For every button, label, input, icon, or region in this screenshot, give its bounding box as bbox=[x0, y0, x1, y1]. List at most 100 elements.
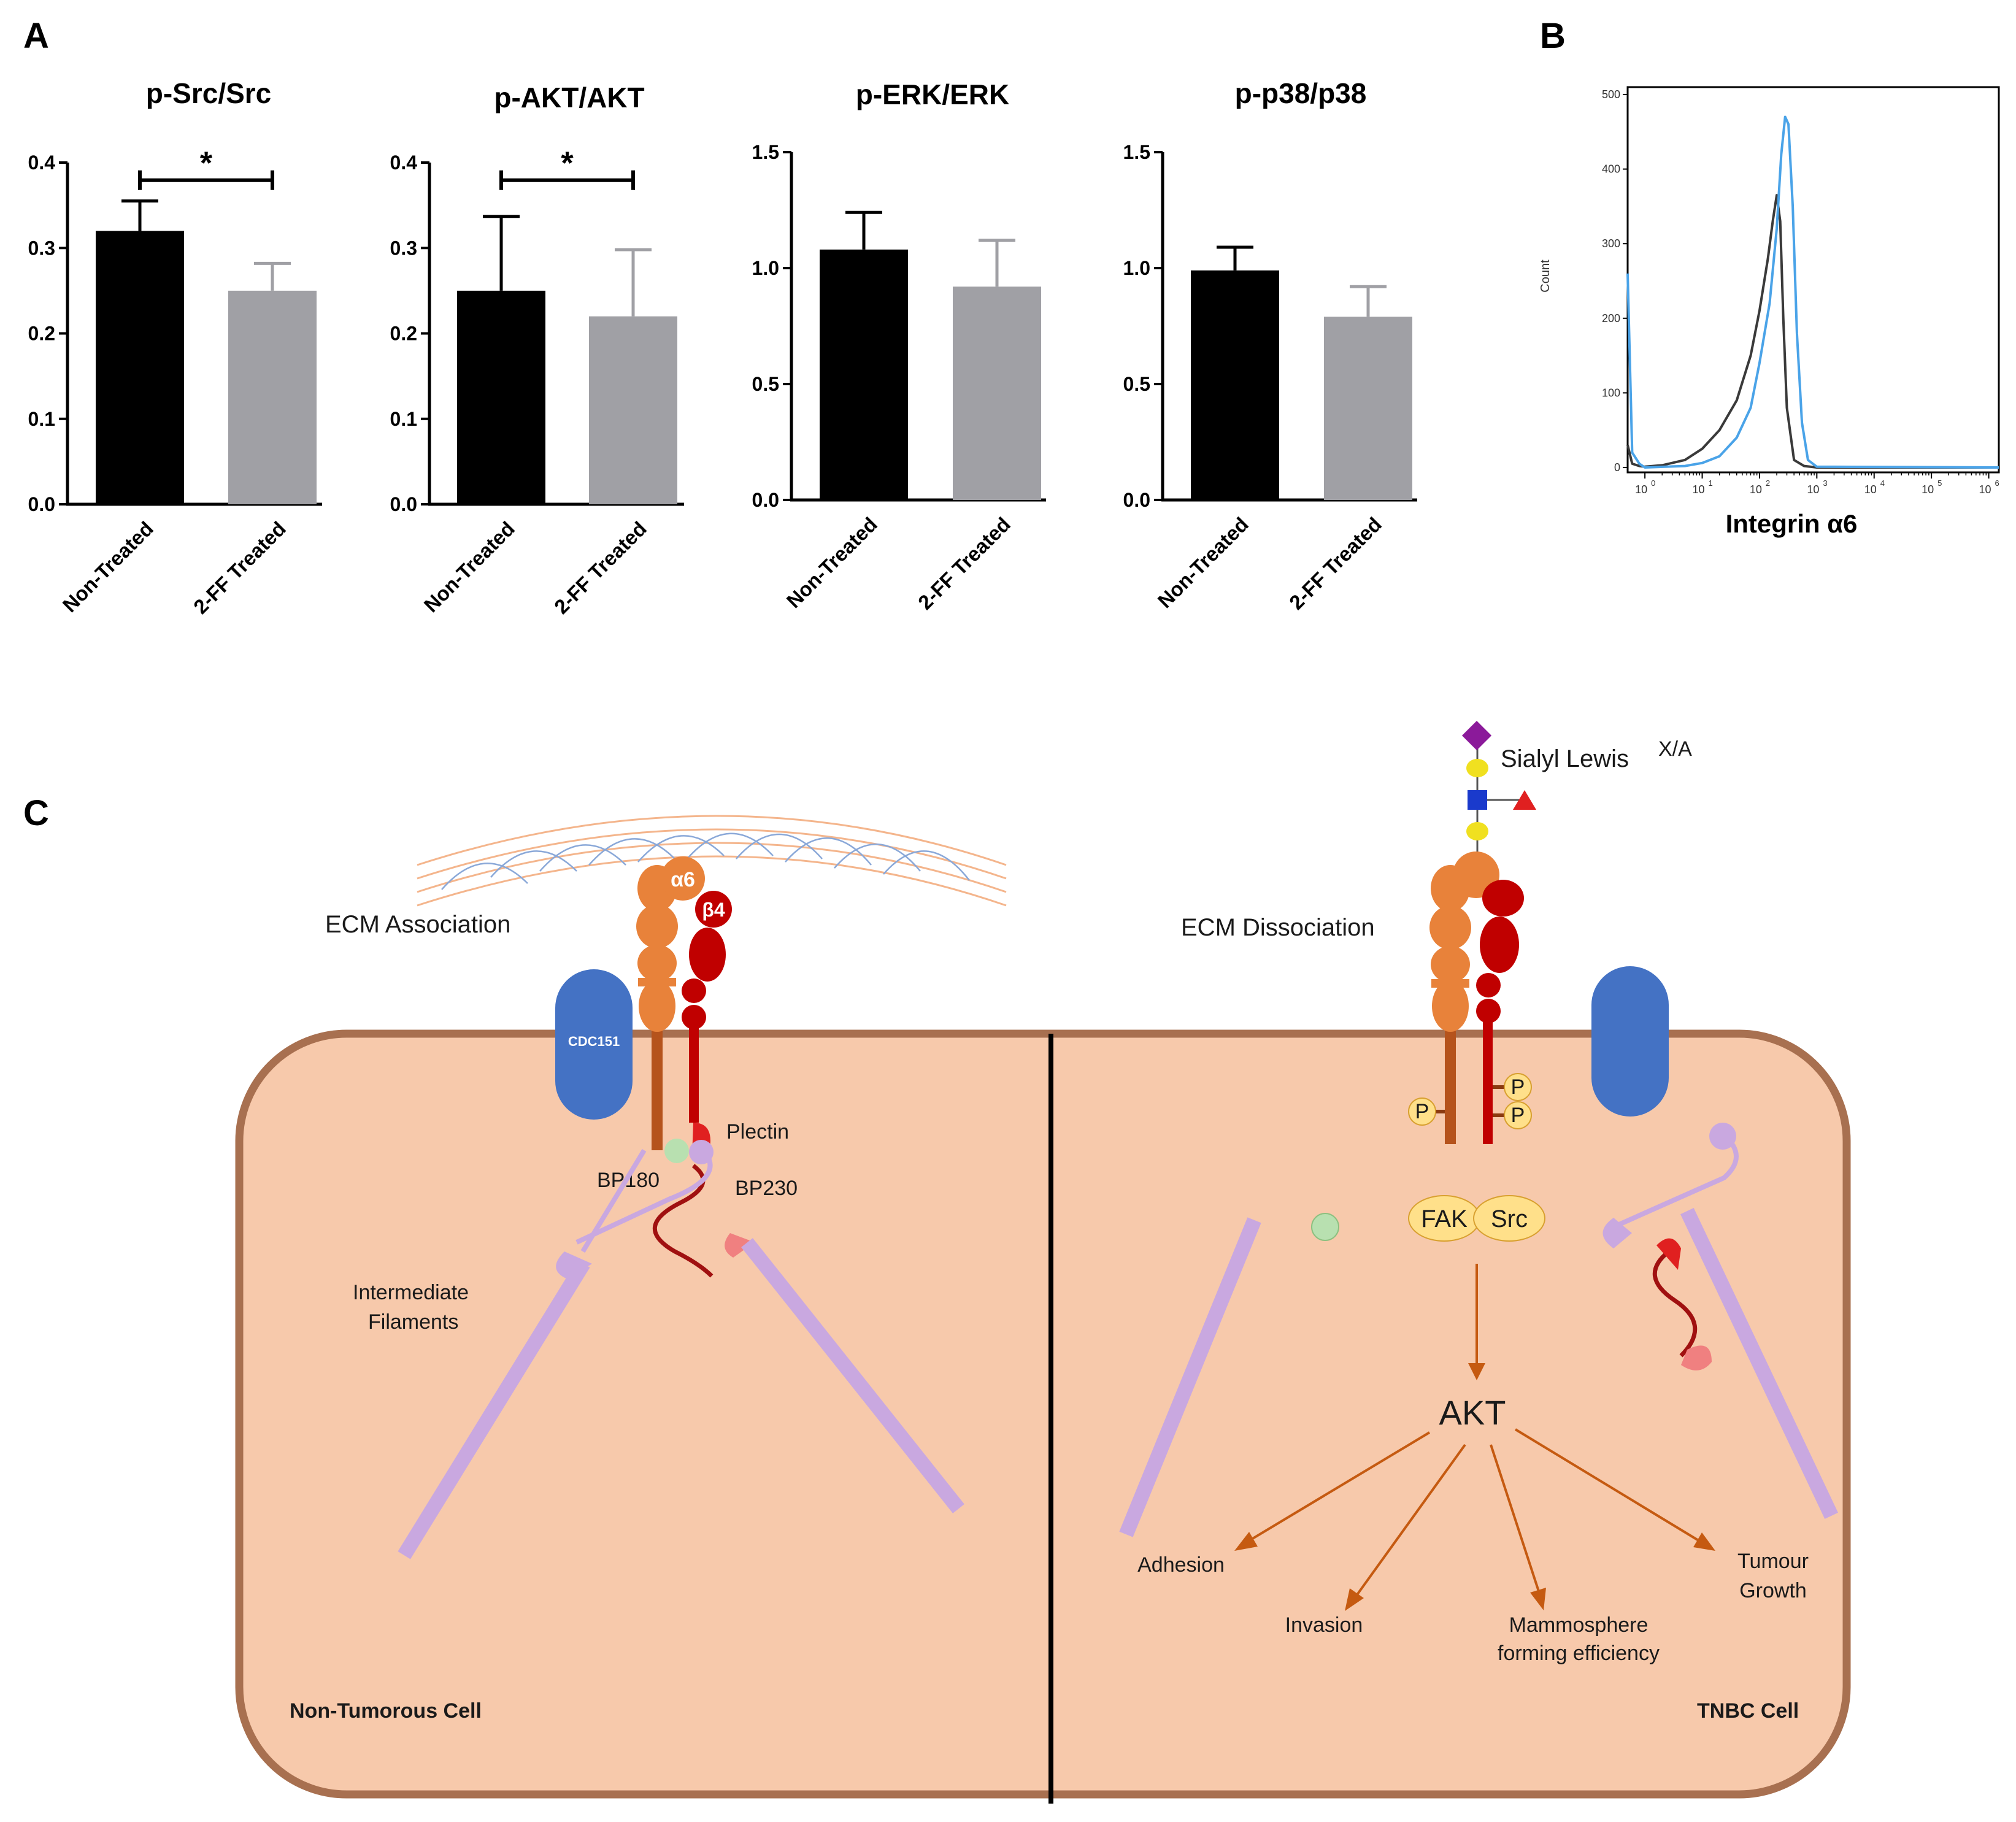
y-tick-label: 0.0 bbox=[390, 493, 417, 515]
x-tick-base: 10 bbox=[1922, 483, 1934, 496]
bp230-label: BP230 bbox=[735, 1177, 798, 1200]
y-tick-label: 200 bbox=[1602, 312, 1620, 325]
x-axis-label: Integrin α6 bbox=[1726, 509, 1858, 538]
y-tick-label: 0.1 bbox=[28, 408, 55, 430]
p-label-3: P bbox=[1511, 1104, 1525, 1127]
tumour-label-2: Growth bbox=[1739, 1579, 1807, 1602]
x-tick-base: 10 bbox=[1635, 483, 1647, 496]
x-tick-base: 10 bbox=[1979, 483, 1991, 496]
fak-label: FAK bbox=[1421, 1205, 1468, 1232]
pathway-diagram: ECM Association ECM Dissociation Non-Tum… bbox=[235, 720, 1851, 1804]
category-label: 2-FF Treated bbox=[189, 517, 290, 618]
sialyl-lewis-superscript: X/A bbox=[1658, 737, 1692, 761]
ecm-dissociation-label: ECM Dissociation bbox=[1181, 914, 1375, 941]
tumour-label-1: Tumour bbox=[1737, 1550, 1809, 1573]
x-tick-base: 10 bbox=[1807, 483, 1819, 496]
y-axis-label: Count bbox=[1539, 259, 1552, 293]
chart-title: p-AKT/AKT bbox=[494, 82, 644, 113]
x-tick-base: 10 bbox=[1864, 483, 1877, 496]
y-tick-label: 0.5 bbox=[752, 373, 779, 395]
y-tick-label: 0.2 bbox=[390, 323, 417, 345]
category-label: Non-Treated bbox=[1153, 513, 1253, 612]
plectin-label: Plectin bbox=[726, 1120, 789, 1144]
sialyl-lewis-glycan bbox=[1461, 720, 1536, 877]
bar bbox=[96, 231, 184, 504]
mammosphere-label-2: forming efficiency bbox=[1498, 1642, 1660, 1665]
x-tick-exponent: 6 bbox=[1995, 479, 1999, 488]
akt-label: AKT bbox=[1439, 1393, 1506, 1432]
chart-title: p-Src/Src bbox=[146, 77, 272, 109]
phosphorylation-sites: P P P bbox=[1408, 1073, 1532, 1129]
cd151-left: CDC151 bbox=[555, 969, 633, 1120]
src-label: Src bbox=[1491, 1205, 1528, 1232]
integrin-alpha6-right bbox=[1429, 851, 1499, 1144]
x-tick-base: 10 bbox=[1750, 483, 1762, 496]
panel-letter-a: A bbox=[23, 16, 49, 56]
y-tick-label: 0.3 bbox=[28, 237, 55, 259]
bar bbox=[1324, 317, 1412, 500]
x-tick-exponent: 1 bbox=[1709, 479, 1713, 488]
p-label-2: P bbox=[1511, 1075, 1525, 1099]
alpha6-label: α6 bbox=[671, 868, 695, 891]
y-tick-label: 0.2 bbox=[28, 323, 55, 345]
y-tick-label: 1.0 bbox=[1123, 257, 1150, 279]
x-tick-exponent: 4 bbox=[1880, 479, 1885, 488]
p-label-1: P bbox=[1415, 1100, 1429, 1123]
histogram-control-line bbox=[1626, 194, 1999, 469]
ecm-fibers bbox=[417, 815, 1007, 907]
x-tick-exponent: 0 bbox=[1651, 479, 1655, 488]
category-label: 2-FF Treated bbox=[914, 513, 1015, 614]
bar bbox=[820, 249, 908, 500]
significance-star: * bbox=[561, 146, 574, 182]
y-tick-label: 300 bbox=[1602, 237, 1620, 250]
y-tick-label: 0.4 bbox=[390, 152, 418, 174]
histogram-stained-line bbox=[1626, 115, 1999, 469]
bar bbox=[228, 290, 317, 504]
y-tick-label: 1.5 bbox=[752, 141, 779, 163]
bar bbox=[457, 290, 545, 504]
y-tick-label: 100 bbox=[1602, 386, 1620, 399]
intermediate-label-2: Filaments bbox=[368, 1310, 458, 1334]
category-label: 2-FF Treated bbox=[550, 517, 651, 618]
signalling-arrows bbox=[1234, 1264, 1715, 1611]
bar bbox=[589, 316, 677, 504]
x-tick-base: 10 bbox=[1693, 483, 1705, 496]
y-tick-label: 0.0 bbox=[752, 489, 779, 511]
y-tick-label: 0.0 bbox=[1123, 489, 1150, 511]
fak-src-complex: FAK Src bbox=[1408, 1195, 1545, 1242]
tnbc-cell-label: TNBC Cell bbox=[1697, 1699, 1799, 1723]
y-tick-label: 0.4 bbox=[28, 152, 56, 174]
category-label: 2-FF Treated bbox=[1285, 513, 1386, 614]
chart-title: p-p38/p38 bbox=[1235, 77, 1367, 109]
panel-letter-c: C bbox=[23, 793, 49, 833]
mammosphere-label-1: Mammosphere bbox=[1509, 1613, 1649, 1637]
bar bbox=[1191, 270, 1279, 500]
y-tick-label: 1.5 bbox=[1123, 141, 1150, 163]
y-tick-label: 0.3 bbox=[390, 237, 417, 259]
right-filaments bbox=[1119, 1123, 1838, 1537]
cd151-right bbox=[1591, 966, 1669, 1117]
beta4-label: β4 bbox=[702, 899, 725, 921]
ecm-association-label: ECM Association bbox=[325, 911, 510, 938]
adhesion-label: Adhesion bbox=[1137, 1553, 1225, 1577]
x-tick-exponent: 5 bbox=[1937, 479, 1942, 488]
cdc151-label: CDC151 bbox=[568, 1034, 620, 1049]
category-label: Non-Treated bbox=[58, 517, 158, 617]
bar bbox=[953, 286, 1041, 500]
x-tick-exponent: 2 bbox=[1766, 479, 1770, 488]
chart-title: p-ERK/ERK bbox=[856, 79, 1009, 110]
intermediate-filaments-left bbox=[398, 1139, 964, 1559]
integrin-beta4-left: β4 bbox=[682, 891, 732, 1156]
integrin-beta4-right bbox=[1476, 880, 1524, 1144]
y-tick-label: 0.1 bbox=[390, 408, 417, 430]
non-tumorous-cell-label: Non-Tumorous Cell bbox=[290, 1699, 482, 1723]
y-tick-label: 400 bbox=[1602, 163, 1620, 175]
panel-letter-b: B bbox=[1540, 16, 1566, 56]
category-label: Non-Treated bbox=[782, 513, 882, 612]
invasion-label: Invasion bbox=[1285, 1613, 1363, 1637]
cell-body bbox=[235, 1029, 1851, 1799]
